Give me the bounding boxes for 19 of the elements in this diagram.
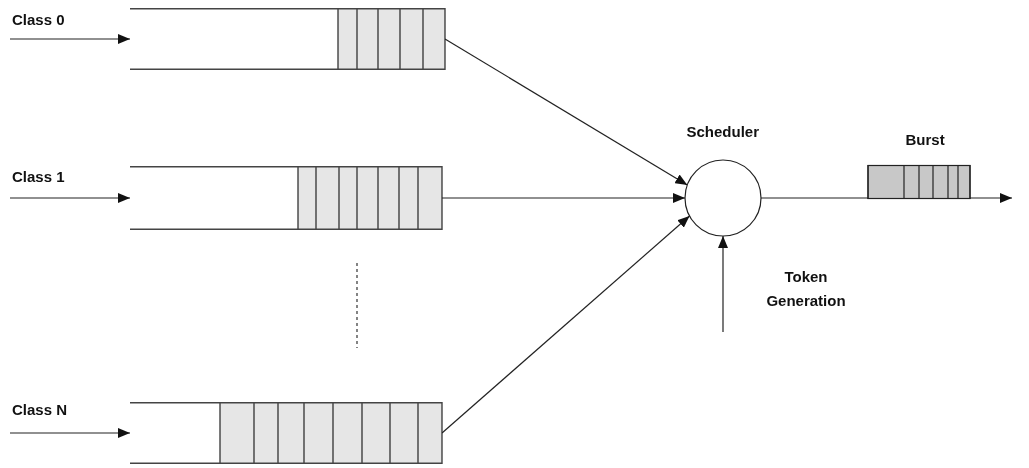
scheduler-circle xyxy=(684,159,762,237)
arrow xyxy=(9,34,131,44)
queue-buffer xyxy=(130,8,445,70)
arrow xyxy=(969,193,1013,203)
burst-packets xyxy=(868,165,970,199)
arrow xyxy=(9,193,131,203)
arrow xyxy=(441,215,691,434)
node-heading: Burst xyxy=(905,131,945,149)
arrow xyxy=(718,235,728,333)
arrow xyxy=(441,193,686,203)
edge-label: Class N xyxy=(12,401,68,419)
edge-label: Class 1 xyxy=(12,168,65,186)
edge-label: Class 0 xyxy=(12,11,65,29)
edge-label: Token Generation xyxy=(765,267,847,311)
arrow xyxy=(9,428,131,438)
node-heading: Scheduler xyxy=(686,123,760,141)
arrow xyxy=(444,38,688,186)
queue-buffer xyxy=(130,166,442,230)
queue-buffer xyxy=(130,402,442,464)
